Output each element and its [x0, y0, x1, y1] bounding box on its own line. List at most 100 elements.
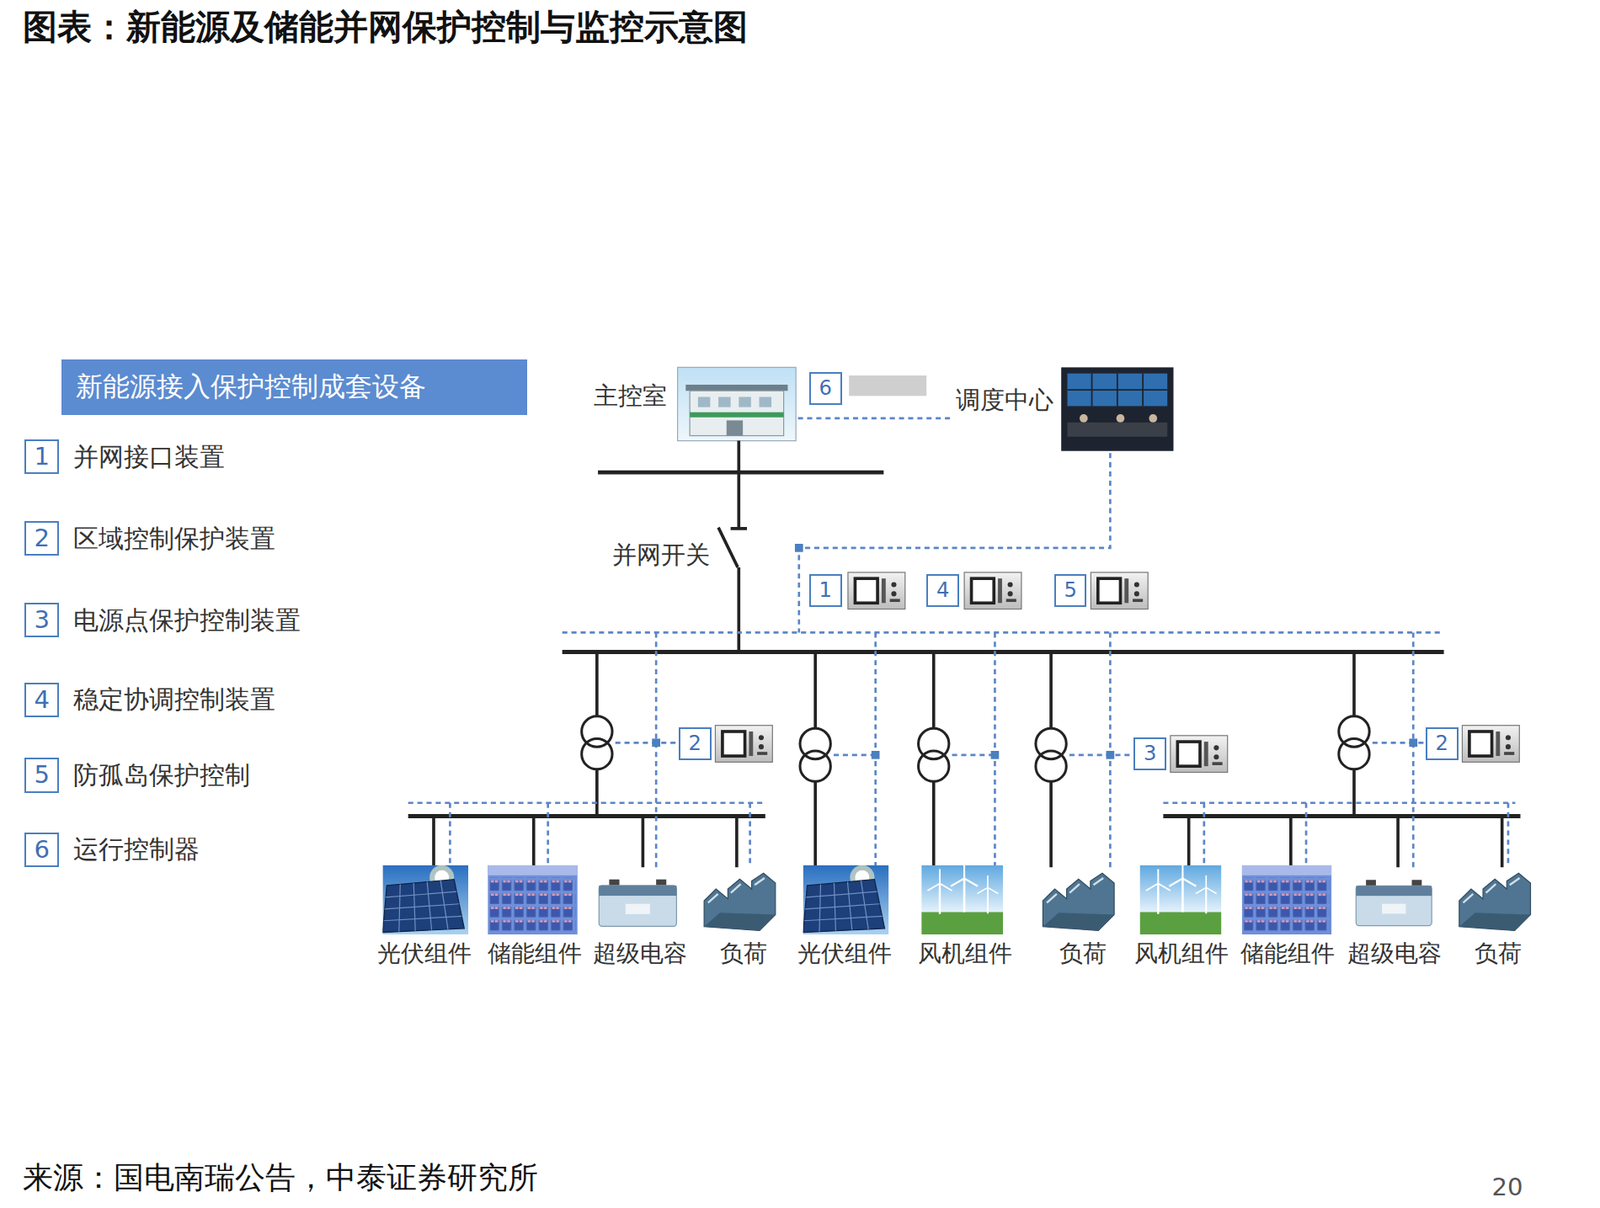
main-control-building — [698, 397, 711, 408]
transformer-symbols — [800, 751, 831, 782]
legend-description: 运行控制器 — [73, 834, 200, 865]
dispatch-center-picture — [1066, 373, 1168, 407]
component-pictures — [382, 865, 469, 935]
header-text: 新能源接入保护控制成套设备 — [75, 371, 427, 404]
dispatch-center-picture — [1061, 367, 1174, 451]
power-wiring — [408, 814, 766, 819]
node-label: 调度中心 — [955, 385, 1054, 416]
component-label: 负荷 — [720, 939, 768, 968]
main-control-room: 主控室 — [589, 365, 798, 443]
legend-description: 区域控制保护装置 — [73, 523, 276, 555]
communication-lines — [875, 632, 1111, 868]
number-text: 2 — [33, 523, 50, 554]
main-control-building — [685, 384, 788, 391]
component-label: 负荷 — [1474, 939, 1522, 968]
source-caption: 来源：国电南瑞公告，中泰证券研究所 — [22, 1159, 539, 1197]
main-control-building — [677, 367, 797, 441]
component-label: 光伏组件 — [797, 939, 892, 968]
component-pictures — [803, 865, 890, 935]
legend-number: 1 — [24, 439, 59, 475]
communication-lines — [449, 632, 750, 868]
figure-title: 图表：新能源及储能并网保护控制与监控示意图 — [22, 5, 748, 48]
number-text: 5 — [33, 760, 50, 790]
communication-lines — [799, 453, 1111, 633]
number-text: 3 — [1143, 741, 1157, 767]
dispatch-center-picture — [1079, 414, 1088, 423]
number-text: 1 — [819, 578, 832, 603]
component-label: 超级电容 — [1347, 939, 1442, 968]
callout-number: 2 — [1425, 727, 1459, 761]
component-pictures — [382, 863, 1531, 935]
transformer-symbols — [581, 716, 1370, 783]
dispatch-center-picture — [1066, 389, 1168, 391]
component-pictures — [1242, 865, 1333, 935]
number-text: 5 — [1063, 578, 1077, 603]
legend-description: 并网接口装置 — [73, 442, 225, 473]
transformer-symbols — [918, 751, 950, 782]
dispatch-center-picture — [1066, 373, 1168, 407]
communication-nodes — [651, 738, 661, 747]
power-wiring — [562, 650, 1445, 655]
legend-description: 防孤岛保护控制 — [73, 760, 251, 791]
protection-devices — [848, 572, 906, 610]
legend-number: 4 — [24, 682, 59, 718]
transformer-symbols — [581, 738, 613, 769]
dispatch-center-picture — [1066, 422, 1168, 438]
component-pictures — [921, 863, 1003, 935]
power-wiring — [730, 441, 747, 529]
callout-number: 3 — [1133, 737, 1167, 771]
main-control-building — [718, 397, 731, 408]
communication-connector — [798, 416, 955, 420]
protection-devices — [1090, 572, 1148, 610]
component-label: 储能组件 — [487, 939, 582, 968]
power-wiring — [1189, 816, 1503, 869]
power-wiring — [408, 441, 1521, 869]
page-number: 20 — [1492, 1173, 1524, 1203]
callout-number: 6 — [809, 372, 843, 406]
blurred-device — [848, 375, 927, 396]
callout-number: 5 — [1054, 574, 1088, 608]
number-text: 1 — [33, 442, 50, 472]
component-pictures — [487, 865, 578, 935]
component-pictures — [704, 873, 776, 931]
communication-lines — [408, 801, 1516, 805]
protection-devices — [1461, 725, 1520, 763]
power-wiring — [595, 651, 599, 816]
main-control-building — [689, 390, 784, 436]
number-text: 4 — [33, 685, 50, 715]
communication-nodes — [991, 751, 1000, 760]
legend-number: 6 — [24, 832, 59, 868]
legend-number: 5 — [24, 757, 59, 793]
dispatch-center: 调度中心 — [954, 365, 1176, 454]
component-pictures — [1355, 880, 1432, 926]
component-pictures — [1459, 873, 1531, 931]
number-text: 3 — [33, 605, 50, 635]
power-wiring — [433, 816, 737, 869]
number-text: 6 — [33, 835, 50, 865]
protection-devices — [714, 725, 773, 763]
number-text: 2 — [1434, 731, 1448, 757]
component-label: 风机组件 — [1134, 939, 1229, 968]
main-control-building — [759, 397, 773, 408]
transformer-symbols — [1035, 751, 1067, 782]
component-pictures — [598, 880, 677, 928]
node-label: 主控室 — [593, 381, 667, 411]
protection-devices — [1170, 736, 1228, 774]
communication-nodes — [794, 544, 804, 553]
communication-nodes — [871, 751, 880, 760]
legend-header: 新能源接入保护控制成套设备 — [61, 359, 528, 416]
communication-nodes — [1106, 751, 1115, 760]
main-control-building — [726, 420, 743, 436]
number-text: 2 — [688, 731, 701, 757]
protection-devices — [714, 572, 1520, 774]
power-wiring — [1162, 814, 1520, 819]
legend-description: 电源点保护控制装置 — [73, 605, 301, 636]
communication-nodes — [1408, 738, 1418, 747]
legend-number: 2 — [24, 521, 59, 556]
component-pictures — [1140, 863, 1222, 935]
legend-number: 3 — [24, 602, 59, 638]
main-control-building — [738, 397, 752, 408]
component-pictures — [1042, 873, 1115, 931]
